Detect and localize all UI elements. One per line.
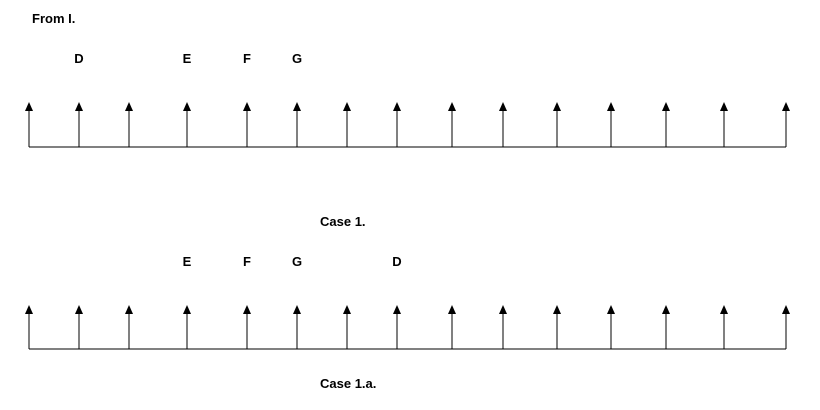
up-arrow-icon [553,102,561,111]
up-arrow-icon [499,102,507,111]
point-label: D [74,51,83,66]
up-arrow-icon [25,305,33,314]
up-arrow-icon [243,102,251,111]
up-arrow-icon [720,102,728,111]
up-arrow-icon [293,305,301,314]
top-arrow-row: D E F G [25,51,790,148]
up-arrow-icon [343,102,351,111]
case-1a-caption: Case 1.a. [320,376,376,391]
up-arrow-icon [393,305,401,314]
point-label: E [183,254,192,269]
up-arrow-icon [393,102,401,111]
up-arrow-icon [782,102,790,111]
up-arrow-icon [607,305,615,314]
up-arrow-icon [499,305,507,314]
up-arrow-icon [343,305,351,314]
up-arrow-icon [75,305,83,314]
up-arrow-icon [448,305,456,314]
up-arrow-icon [243,305,251,314]
up-arrow-icon [183,102,191,111]
up-arrow-icon [607,102,615,111]
point-label: G [292,254,302,269]
up-arrow-icon [25,102,33,111]
up-arrow-icon [75,102,83,111]
up-arrow-icon [448,102,456,111]
up-arrow-icon [720,305,728,314]
up-arrow-icon [125,305,133,314]
point-label: F [243,254,251,269]
up-arrow-icon [662,305,670,314]
up-arrow-icon [662,102,670,111]
point-label: F [243,51,251,66]
up-arrow-icon [183,305,191,314]
up-arrow-icon [293,102,301,111]
point-label: D [392,254,401,269]
point-label: E [183,51,192,66]
case-1-caption: Case 1. [320,214,366,229]
up-arrow-icon [553,305,561,314]
up-arrow-icon [125,102,133,111]
point-label: G [292,51,302,66]
up-arrow-icon [782,305,790,314]
heading-from-i: From I. [32,11,75,26]
